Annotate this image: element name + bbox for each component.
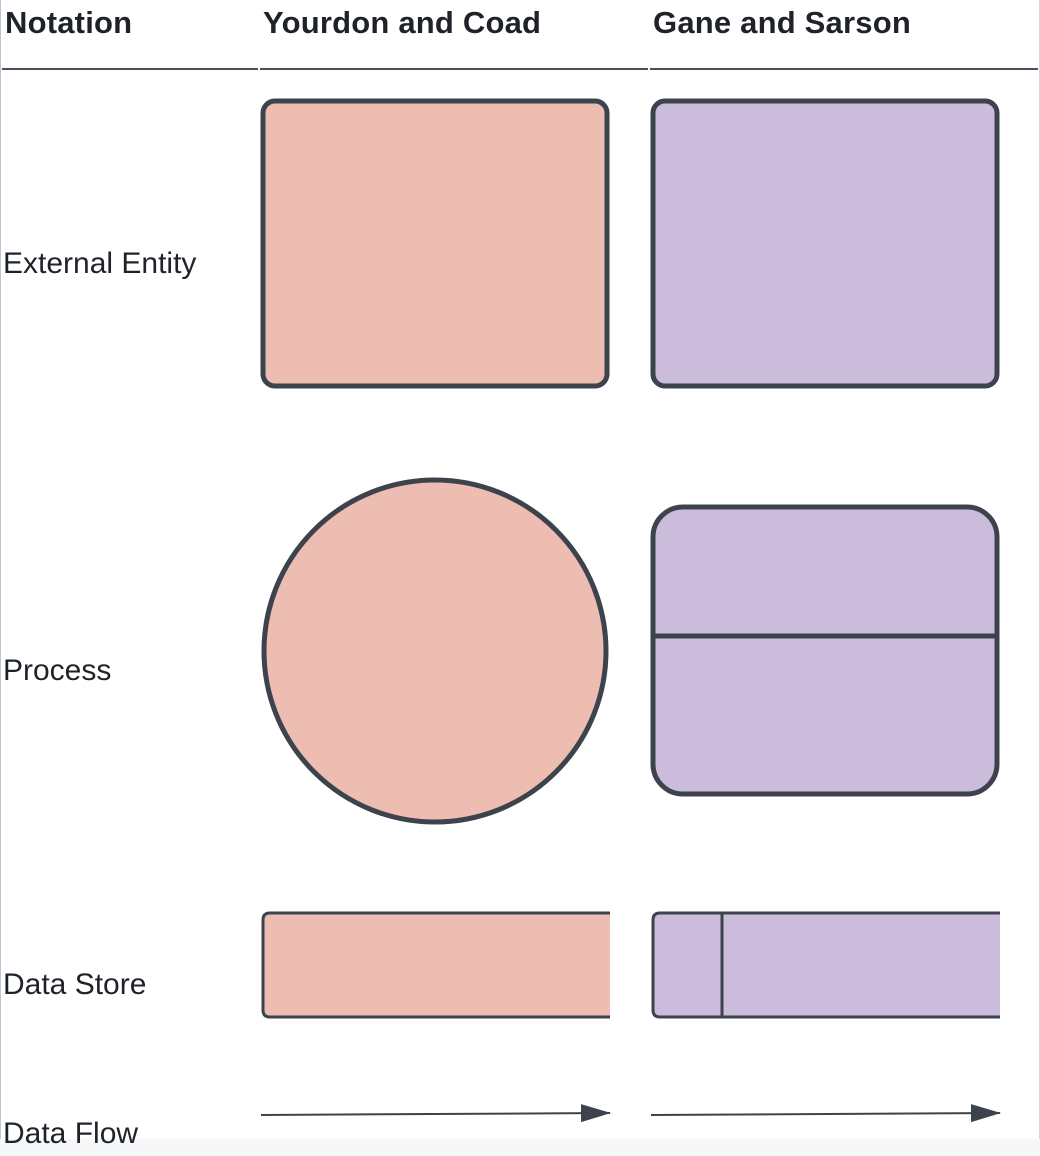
- yourdon-external-entity-shape: [260, 98, 610, 389]
- row-label-process: Process: [3, 654, 112, 687]
- header-rule-gane: [650, 68, 1038, 70]
- row-label-data-store: Data Store: [3, 968, 147, 1001]
- header-gane-sarson: Gane and Sarson: [653, 5, 911, 40]
- yourdon-data-flow-arrow: [260, 1104, 611, 1123]
- header-rule-yourdon: [260, 68, 648, 70]
- gane-data-flow-arrow: [650, 1104, 1001, 1123]
- gane-process-shape: [650, 504, 1000, 797]
- row-label-data-flow: Data Flow: [3, 1117, 139, 1150]
- header-notation: Notation: [5, 5, 133, 40]
- gane-data-store-shape: [651, 911, 1000, 1019]
- bottom-band: [0, 1139, 1040, 1156]
- header-yourdon-coad: Yourdon and Coad: [263, 5, 542, 40]
- row-label-external-entity: External Entity: [3, 247, 197, 280]
- table-left-border: [0, 0, 1, 1156]
- yourdon-data-store-shape: [261, 911, 610, 1019]
- gane-external-entity-shape: [650, 98, 1000, 389]
- header-rule-notation: [2, 68, 258, 70]
- yourdon-process-circle: [261, 477, 609, 825]
